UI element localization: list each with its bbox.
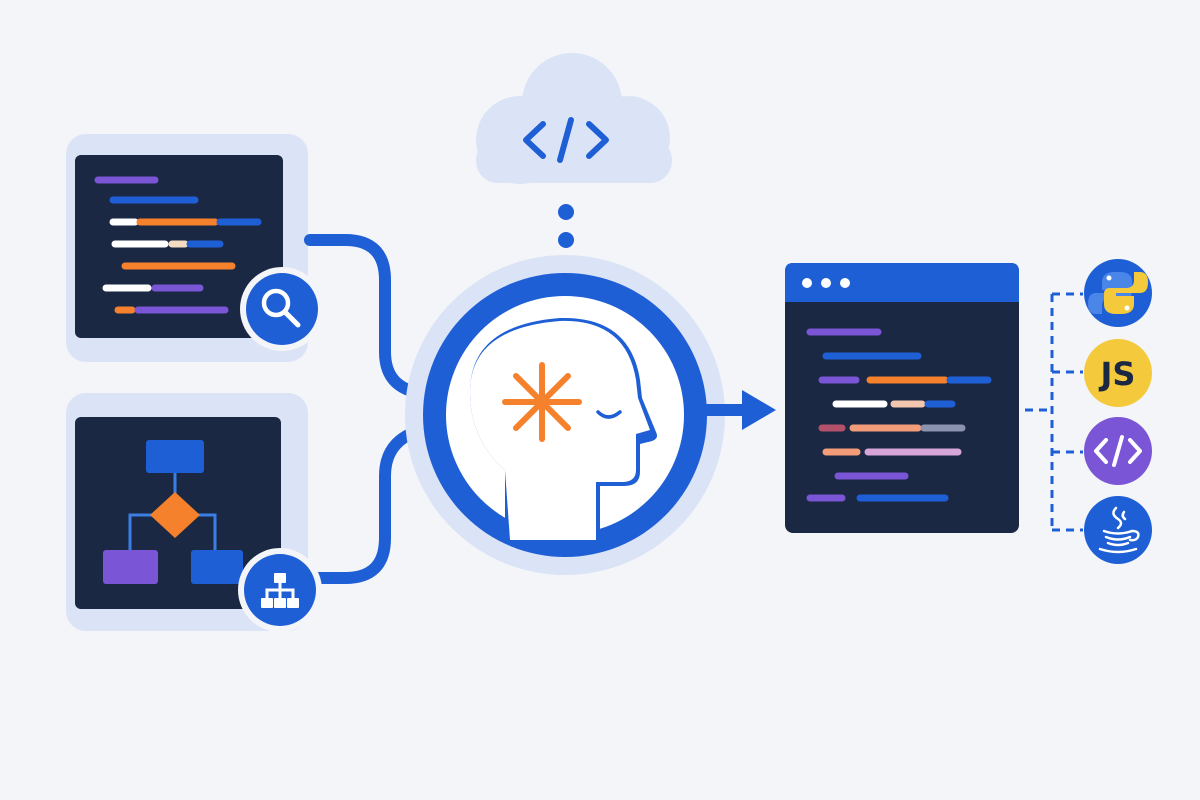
flowchart-left-node [103,550,158,584]
cloud-node [476,53,672,184]
code-to-ai-connector [304,234,436,400]
cloud-icon [476,53,672,184]
flowchart-right-node [191,550,243,584]
code-brackets-icon [1094,435,1142,467]
code-brackets-icon [523,117,609,163]
language-connectors [1025,292,1083,532]
python-badge [1084,259,1152,327]
java-coffee-cup-icon [1098,506,1140,554]
java-badge [1084,496,1152,564]
sitemap-icon [261,573,299,608]
source-code-lines [94,176,262,314]
javascript-badge-circle [1084,339,1152,407]
output-code-window-titlebar [785,263,1019,302]
hierarchy-badge [238,548,322,632]
source-code-panel [66,134,308,362]
ai-head-spark-icon [502,362,582,442]
output-code-lines [806,328,992,502]
ai-core [405,255,725,575]
search-badge-circle [246,273,318,345]
ai-head-eye [596,410,622,419]
output-code-window [785,263,1019,533]
html-badge [1084,417,1152,485]
python-logo-icon [1088,272,1148,314]
flowchart-decision-node [150,492,200,538]
flowchart-to-ai-connector [302,422,436,584]
input-connectors [302,234,436,584]
search-badge [240,267,324,351]
flowchart-start-node [146,440,204,473]
javascript-badge-label: JS [1099,355,1136,393]
window-controls [802,278,850,288]
javascript-badge: JS [1084,339,1152,407]
output-code-window-body [785,263,1019,533]
magnifier-icon [261,288,301,328]
flowchart-connectors [128,472,217,550]
output-arrow [694,390,776,430]
